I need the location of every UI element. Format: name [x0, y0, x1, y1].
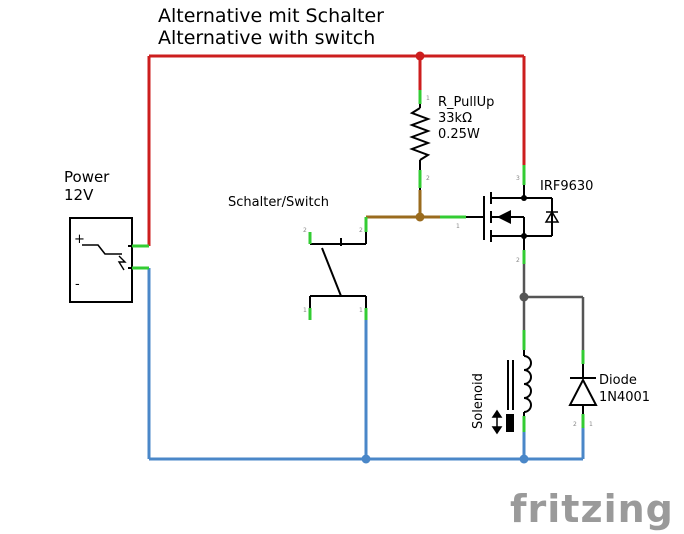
- mosfet-pin-label: 3: [516, 175, 520, 182]
- switch-pin-label: 1: [303, 307, 307, 314]
- junction-dot-ground-switch: [361, 454, 371, 464]
- mosfet-pin-label: 1: [456, 223, 460, 230]
- power-plus-label: +: [74, 232, 85, 247]
- spdt-switch-icon: [309, 217, 367, 320]
- resistor-pin-label: 1: [426, 95, 430, 102]
- power-value: 12V: [64, 186, 94, 204]
- body-diode-icon: [544, 210, 560, 223]
- dc-power-jack-icon: + -: [69, 217, 149, 303]
- resistor-name: R_PullUp: [438, 95, 494, 110]
- junction-dot-positive: [415, 51, 425, 61]
- fritzing-watermark: fritzing: [510, 487, 674, 531]
- title-line-1: Alternative mit Schalter: [158, 5, 384, 27]
- load-wire: [522, 262, 585, 350]
- switch-label: Schalter/Switch: [228, 195, 329, 210]
- junction-dot-load: [519, 292, 529, 302]
- mosfet-node-dot: [521, 233, 527, 239]
- diode-part: 1N4001: [599, 390, 650, 405]
- p-mosfet-icon: [466, 185, 558, 262]
- mosfet-pin-label: 2: [516, 257, 520, 264]
- solenoid-plunger: [506, 414, 514, 432]
- solenoid-label: Solenoid: [471, 373, 486, 429]
- diode-pin-label: 1: [589, 421, 593, 428]
- resistor-value: 33kΩ: [438, 111, 472, 126]
- positive-wire: [147, 54, 526, 246]
- power-label: Power: [64, 168, 110, 186]
- switch-pin-label: 2: [359, 227, 363, 234]
- resistor-pin-label: 2: [426, 175, 430, 182]
- junction-dot-ground-solenoid: [519, 454, 529, 464]
- switch-pin-label: 2: [303, 227, 307, 234]
- power-minus-label: -: [75, 277, 80, 292]
- solenoid-motion-icon: [491, 409, 503, 435]
- title-line-2: Alternative with switch: [158, 27, 375, 49]
- resistor-power: 0.25W: [438, 127, 480, 142]
- mosfet-node-dot: [521, 195, 527, 201]
- junction-dot-gate: [415, 212, 425, 222]
- gate-wire: [366, 190, 466, 219]
- pin-highlights: [132, 90, 585, 432]
- diode-pin-label: 2: [573, 421, 577, 428]
- diode-name: Diode: [599, 373, 637, 388]
- diode-triangle-icon: [568, 377, 598, 406]
- mosfet-arrow-icon: [497, 210, 511, 224]
- switch-pin-label: 1: [359, 307, 363, 314]
- mosfet-name: IRF9630: [540, 179, 593, 194]
